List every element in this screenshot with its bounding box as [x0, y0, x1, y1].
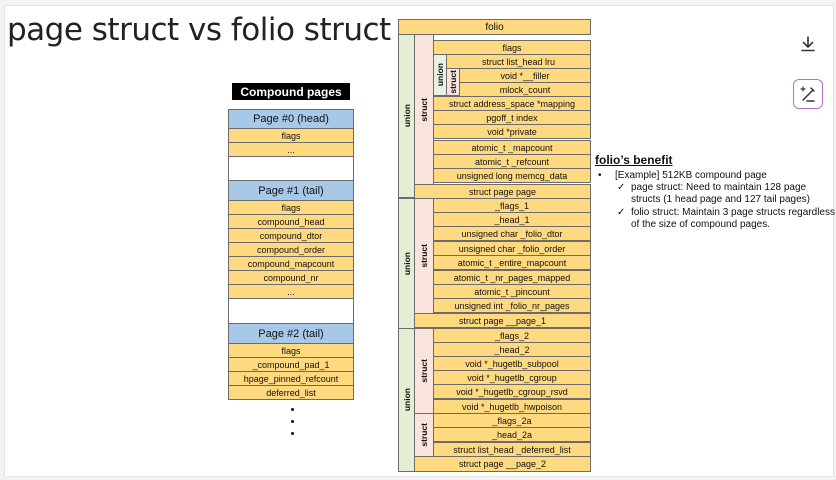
slide: page struct vs folio struct Compound pag…	[4, 5, 835, 477]
folio-field: mlock_count	[459, 82, 591, 97]
page2-field: hpage_pinned_refcount	[228, 371, 354, 386]
folio-field: unsigned char _folio_order	[433, 241, 591, 256]
folio-page-field: struct page __page_1	[414, 313, 591, 328]
sparkle-pen-icon	[800, 86, 815, 102]
folio-field: atomic_t _pincount	[433, 284, 591, 299]
union-label: union	[398, 34, 415, 198]
folio-field: struct list_head _deferred_list	[433, 442, 591, 457]
folio-field: atomic_t _entire_mapcount	[433, 255, 591, 270]
page1-gap	[228, 298, 354, 324]
folio-field: _flags_2	[433, 328, 591, 343]
page1-field: compound_nr	[228, 270, 354, 285]
folio-field: unsigned int _folio_nr_pages	[433, 298, 591, 313]
download-button[interactable]	[793, 29, 823, 59]
union-label: union	[398, 198, 415, 329]
folio-field: struct list_head lru	[446, 54, 591, 69]
page2-field: deferred_list	[228, 385, 354, 400]
compound-pages-heading: Compound pages	[232, 83, 350, 100]
page-title: page struct vs folio struct	[7, 12, 391, 48]
struct-label: struct	[414, 328, 434, 414]
ellipsis-dot	[291, 408, 294, 411]
folio-field: atomic_t _mapcount	[433, 140, 591, 155]
folio-field: _flags_1	[433, 198, 591, 213]
page1-header: Page #1 (tail)	[228, 180, 354, 201]
page1-field: compound_head	[228, 214, 354, 229]
page2-field: flags	[228, 343, 354, 358]
union-label: union	[398, 328, 415, 472]
struct-label: struct	[414, 413, 434, 457]
folio-field: pgoff_t index	[433, 110, 591, 125]
folio-header: folio	[398, 19, 591, 35]
benefit-sub-point: ✓ folio struct: Maintain 3 page structs …	[617, 207, 835, 230]
page1-field: compound_mapcount	[228, 256, 354, 271]
struct-label: struct	[414, 198, 434, 314]
folio-field: void *__filler	[459, 68, 591, 83]
folio-field: _head_2	[433, 342, 591, 357]
folio-field: unsigned char _folio_dtor	[433, 226, 591, 241]
folio-field: void *_hugetlb_subpool	[433, 356, 591, 371]
folio-field: struct address_space *mapping	[433, 96, 591, 111]
ellipsis-dot	[291, 420, 294, 423]
page1-field: ...	[228, 284, 354, 299]
folio-benefit: folio’s benefit • [Example] 512KB compou…	[595, 153, 835, 231]
page0-field: ...	[228, 142, 354, 157]
page1-field: compound_dtor	[228, 228, 354, 243]
page2-field: _compound_pad_1	[228, 357, 354, 372]
page1-field: flags	[228, 200, 354, 215]
benefit-point: • [Example] 512KB compound page	[598, 170, 767, 181]
struct-label-inner: struct	[446, 68, 460, 96]
folio-field: _head_1	[433, 212, 591, 227]
folio-field: void *_hugetlb_cgroup	[433, 370, 591, 385]
page1-field: compound_order	[228, 242, 354, 257]
struct-label: struct	[414, 34, 434, 185]
folio-field: atomic_t _refcount	[433, 154, 591, 169]
download-icon	[801, 36, 815, 52]
folio-field: _head_2a	[433, 427, 591, 442]
folio-field: void *private	[433, 124, 591, 139]
page0-field: flags	[228, 128, 354, 143]
edit-button[interactable]	[793, 79, 823, 109]
folio-page-field: struct page __page_2	[414, 456, 591, 472]
benefit-heading: folio’s benefit	[595, 153, 673, 167]
folio-field: void *_hugetlb_cgroup_rsvd	[433, 384, 591, 399]
folio-field: flags	[433, 40, 591, 55]
page2-header: Page #2 (tail)	[228, 323, 354, 344]
folio-field: atomic_t _nr_pages_mapped	[433, 270, 591, 285]
folio-field: _flags_2a	[433, 413, 591, 428]
union-label-inner: union	[433, 54, 447, 96]
folio-field: unsigned long memcg_data	[433, 168, 591, 183]
folio-page-field: struct page page	[414, 184, 591, 199]
page0-gap	[228, 156, 354, 181]
ellipsis-dot	[291, 432, 294, 435]
folio-field: void *_hugetlb_hwpoison	[433, 399, 591, 414]
page0-header: Page #0 (head)	[228, 109, 354, 129]
benefit-sub-point: ✓ page struct: Need to maintain 128 page…	[617, 182, 811, 205]
